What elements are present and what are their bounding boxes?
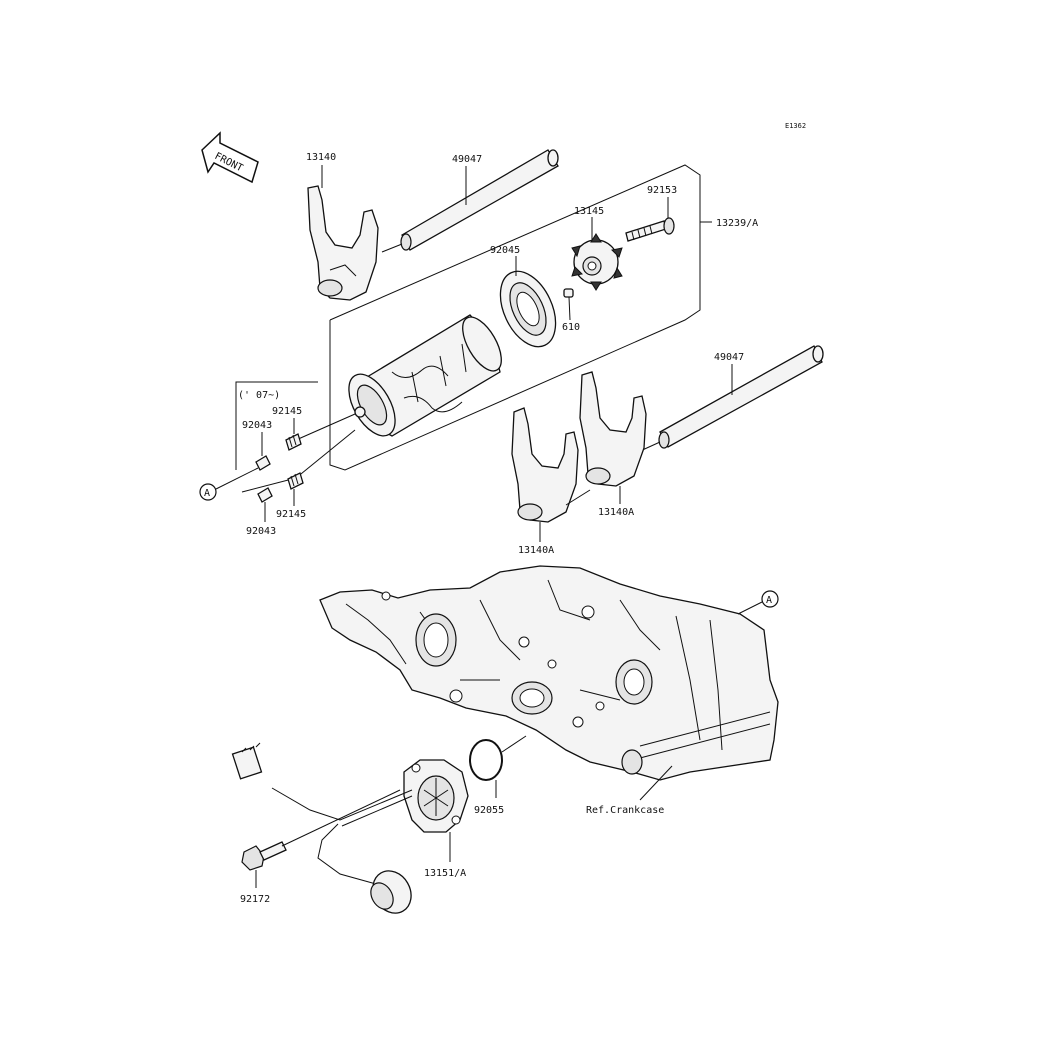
spring-upper bbox=[285, 433, 302, 451]
label-assembly: 13239/A bbox=[716, 218, 758, 229]
label-plunger-upper: 92043 bbox=[242, 420, 272, 431]
shift-fork-left bbox=[511, 407, 579, 523]
shift-fork-upper bbox=[307, 185, 379, 301]
ref-marker-left: A bbox=[199, 483, 217, 501]
ref-marker-left-text: A bbox=[204, 488, 210, 499]
gear-position-sensor bbox=[231, 742, 469, 914]
shift-rod-upper bbox=[400, 149, 559, 251]
front-arrow-icon: FRONT bbox=[201, 131, 259, 184]
label-crankcase: Ref.Crankcase bbox=[586, 805, 664, 816]
shift-rod-lower bbox=[658, 345, 824, 449]
label-rod-upper: 49047 bbox=[452, 154, 482, 165]
label-plunger-lower: 92043 bbox=[246, 526, 276, 537]
year-note: (' 07~) bbox=[238, 390, 280, 401]
label-spring-upper: 92145 bbox=[272, 406, 302, 417]
label-fork-upper: 13140 bbox=[306, 152, 336, 163]
year-bracket bbox=[235, 381, 318, 470]
label-bearing: 92045 bbox=[490, 245, 520, 256]
label-fork-right: 13140A bbox=[598, 507, 634, 518]
label-spring-lower: 92145 bbox=[276, 509, 306, 520]
label-pin: 610 bbox=[562, 322, 580, 333]
bolt-upper bbox=[625, 217, 675, 242]
assembly-frame bbox=[329, 164, 701, 471]
label-fork-left: 13140A bbox=[518, 545, 554, 556]
ref-marker-right: A bbox=[761, 590, 779, 608]
bearing bbox=[499, 270, 557, 348]
spring-lower bbox=[287, 472, 304, 490]
ref-marker-right-text: A bbox=[766, 595, 772, 606]
shift-cam bbox=[571, 233, 623, 291]
label-bolt: 92153 bbox=[647, 185, 677, 196]
label-oring: 92055 bbox=[474, 805, 504, 816]
shift-fork-right bbox=[579, 371, 647, 487]
dowel-pin bbox=[563, 288, 574, 298]
label-rod-lower: 49047 bbox=[714, 352, 744, 363]
label-bolt-sensor: 92172 bbox=[240, 894, 270, 905]
bolt-sensor bbox=[241, 841, 287, 871]
label-cam: 13145 bbox=[574, 206, 604, 217]
shift-drum bbox=[348, 314, 502, 437]
crankcase bbox=[319, 565, 779, 781]
plunger-upper bbox=[255, 455, 271, 471]
o-ring bbox=[469, 739, 503, 781]
diagram-id: E1362 bbox=[785, 122, 806, 130]
label-sensor: 13151/A bbox=[424, 868, 466, 879]
plunger-lower bbox=[257, 487, 273, 503]
